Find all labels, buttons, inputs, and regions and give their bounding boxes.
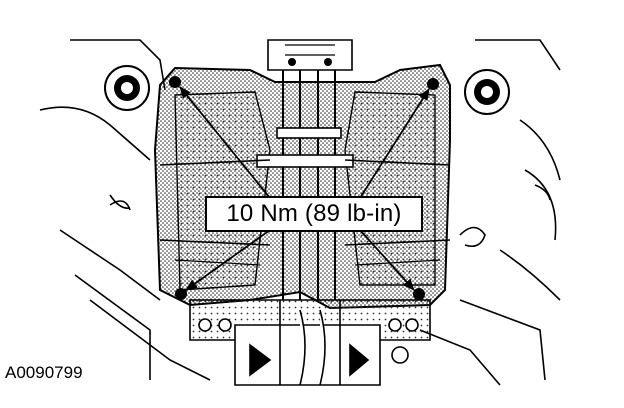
heat-shield-body [153,39,451,310]
lower-right-bolt [413,288,425,300]
upper-right-bolt [427,78,439,90]
lower-flange-assembly [189,299,431,386]
torque-leader-lines [179,86,430,291]
background-chassis [39,39,561,386]
figure-id-label: A0090799 [5,363,83,382]
upper-left-bolt [169,76,181,88]
left-mount-bushing [104,65,150,111]
detail-marks [109,200,486,248]
right-mount-bushing [464,69,510,115]
lower-left-bolt [175,288,187,300]
torque-spec-callout: 10 Nm (89 lb-in) [205,196,423,232]
torque-spec-label: 10 Nm (89 lb-in) [226,200,402,227]
